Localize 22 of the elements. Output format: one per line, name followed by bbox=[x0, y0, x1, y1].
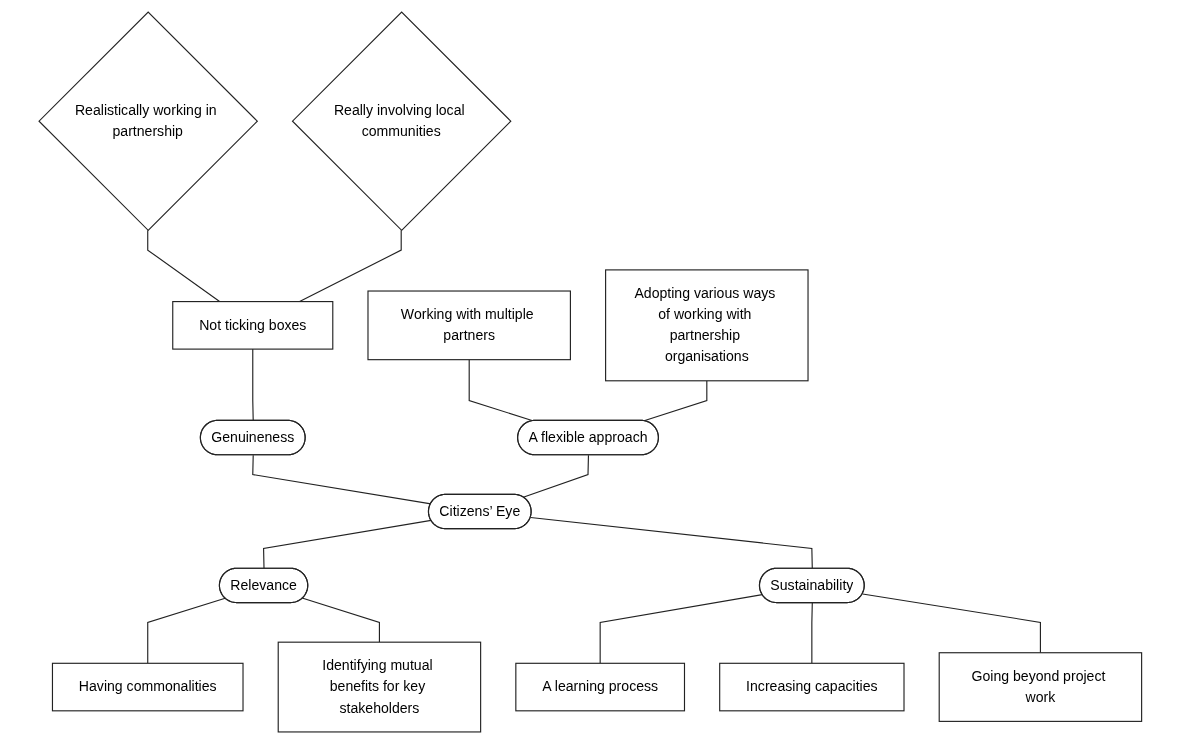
connector bbox=[301, 597, 380, 643]
connector bbox=[529, 516, 813, 570]
connector bbox=[251, 348, 254, 422]
node-diamond: Realistically working in partnership bbox=[37, 11, 258, 232]
connector bbox=[262, 519, 432, 570]
node-box: Adopting various ways of working with partnership organisations bbox=[604, 269, 809, 382]
connector bbox=[146, 597, 226, 664]
connector bbox=[810, 602, 813, 664]
node-box: Working with multiple partners bbox=[367, 290, 571, 361]
node-box: A learning process bbox=[514, 662, 685, 712]
node-box: Having commonalities bbox=[51, 662, 244, 712]
connector bbox=[522, 454, 589, 498]
connector bbox=[861, 593, 1041, 654]
node-box: Increasing capacities bbox=[718, 662, 905, 712]
node-diamond: Really involving local communities bbox=[291, 11, 512, 232]
node-box: Going beyond project work bbox=[938, 652, 1142, 722]
connector bbox=[146, 229, 220, 303]
node-box: Not ticking boxes bbox=[171, 301, 333, 350]
connector bbox=[468, 359, 534, 422]
connector bbox=[599, 594, 763, 664]
connector bbox=[298, 229, 402, 303]
node-box: Identifying mutual benefits for key stakeholders bbox=[277, 641, 481, 733]
